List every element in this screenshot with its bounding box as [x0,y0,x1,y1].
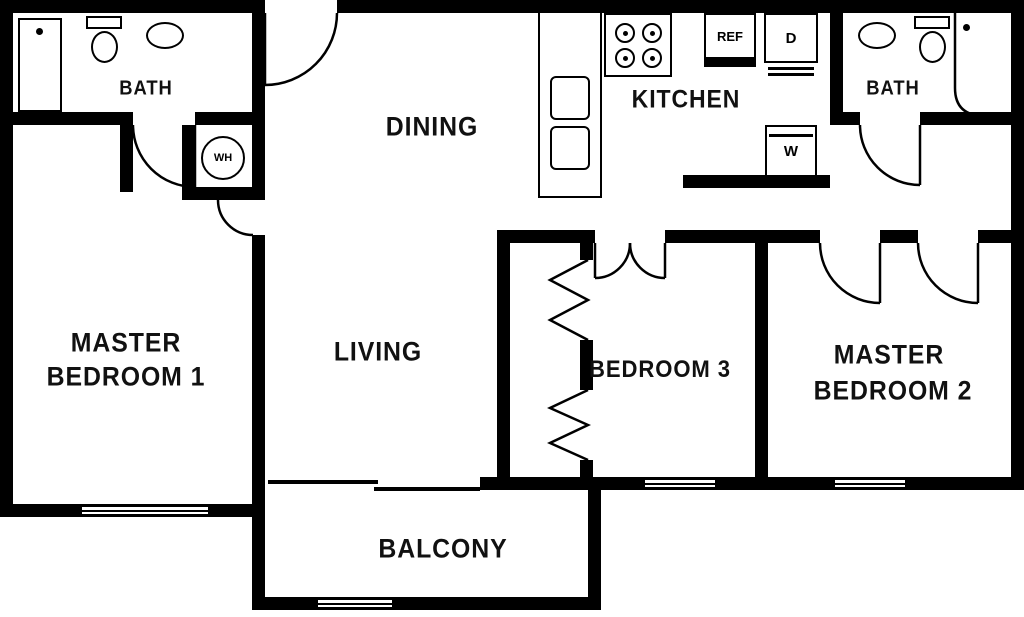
water-heater: WH [201,136,245,180]
refrigerator-label: REF [717,28,743,44]
wall-segment [195,112,265,125]
room-label-dining: DINING [385,111,479,142]
wall-segment [0,0,13,517]
wall-segment [755,230,768,477]
wall-segment [880,230,918,243]
kitchen-sink-basin [550,76,590,120]
wall-segment [588,490,601,610]
wall-segment [580,460,593,477]
washer-panel-line [769,134,813,137]
wall-segment [497,230,510,477]
burner-icon [642,23,662,43]
wall-segment [480,477,645,490]
room-label-master-bedroom-1-line1: MASTER [70,327,182,358]
door-arc [628,242,666,280]
door-arc [264,12,339,87]
burner-icon [615,48,635,68]
wall-segment [683,175,830,188]
wall-segment [252,504,265,610]
wall-segment [580,340,593,390]
room-label-master-bedroom-1-line2: BEDROOM 1 [46,361,206,392]
toilet-tank-icon [914,16,950,29]
stove [604,13,672,77]
toilet-bowl-icon [919,31,946,63]
dishwasher-label: D [785,29,797,47]
wall-segment [392,597,601,610]
dishwasher-vent [768,73,814,76]
toilet-bowl-icon [91,31,118,63]
room-label-master-bedroom-2-line1: MASTER [833,339,945,370]
wall-segment [252,235,265,504]
shower-drain-icon [36,28,43,35]
toilet-tank-icon [86,16,122,29]
door-arc [818,242,881,305]
wall-segment [978,230,1024,243]
wall-segment [252,13,265,200]
wall-segment [715,477,835,490]
bifold-door [547,258,591,342]
wall-segment [905,477,1024,490]
wall-segment [580,230,593,260]
window [835,477,905,490]
wall-segment [497,230,595,243]
wall-segment [920,112,1024,125]
door-arc [594,242,632,280]
room-label-bath-2: BATH [866,77,920,100]
wall-segment [13,112,133,125]
door-arc [916,242,979,305]
sink-icon [146,22,184,49]
door-arc [858,124,921,187]
wall-segment [182,187,265,200]
wall-segment [665,230,820,243]
water-heater-label: WH [213,152,233,164]
sliding-door-panel [374,487,480,491]
sink-icon [858,22,896,49]
kitchen-sink-basin [550,126,590,170]
burner-icon [615,23,635,43]
washer: W [765,125,817,177]
room-label-balcony: BALCONY [378,533,508,564]
room-label-living: LIVING [333,336,423,367]
room-label-kitchen: KITCHEN [631,85,741,114]
wall-segment [208,504,265,517]
wall-segment [0,504,82,517]
refrigerator: REF [704,13,756,59]
window [82,504,208,517]
window [318,597,392,610]
washer-label: W [783,142,799,160]
window [645,477,715,490]
bifold-door [547,388,591,462]
wall-segment [252,597,318,610]
dishwasher: D [764,13,818,63]
dishwasher-vent [768,67,814,70]
room-label-master-bedroom-2-line2: BEDROOM 2 [813,375,973,406]
refrigerator-base [704,59,756,67]
wall-segment [830,112,860,125]
wall-segment [120,112,133,192]
wall-segment [1011,0,1024,490]
door-arc [216,199,254,237]
room-label-bedroom-3: BEDROOM 3 [588,356,732,383]
sliding-door-panel [268,480,378,484]
wall-segment [337,0,1024,13]
burner-icon [642,48,662,68]
wall-segment [0,0,265,13]
wall-segment [830,13,843,125]
room-label-bath-1: BATH [119,77,173,100]
shower-drain-icon [963,24,970,31]
